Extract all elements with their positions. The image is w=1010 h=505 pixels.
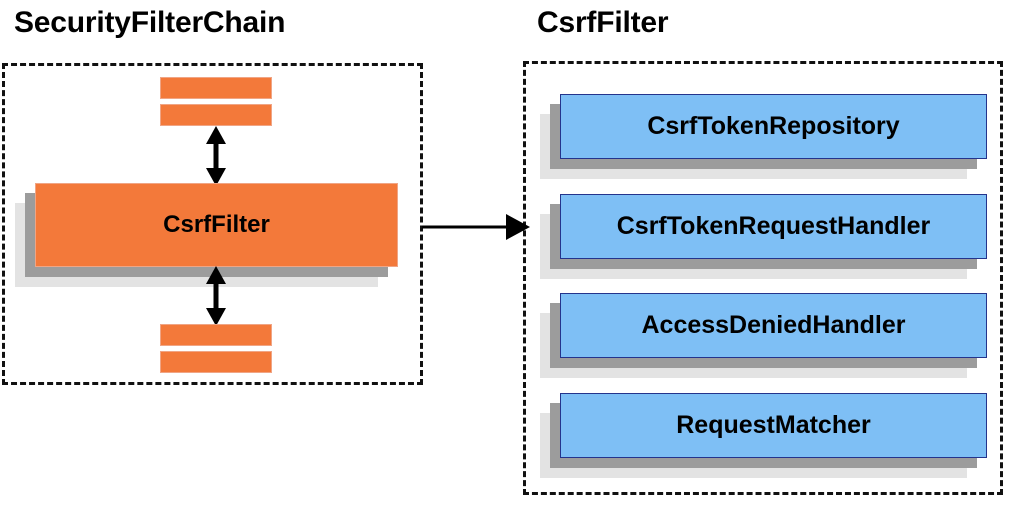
node-face: CsrfFilter (35, 183, 398, 267)
node-label: CsrfFilter (163, 211, 270, 238)
page-title-csrf-filter: CsrfFilter (537, 6, 669, 39)
single-headed-right-arrow (422, 214, 530, 240)
node-label: CsrfTokenRequestHandler (616, 212, 931, 240)
node-csrf-token-request-handler[interactable]: CsrfTokenRequestHandler (540, 194, 987, 279)
group-box-csrf-filter (523, 61, 1003, 495)
filter-slab-bottom-1 (160, 324, 272, 346)
node-request-matcher[interactable]: RequestMatcher (540, 393, 987, 478)
node-face: CsrfTokenRequestHandler (560, 194, 987, 259)
node-label: AccessDeniedHandler (641, 311, 906, 339)
filter-slab-top-2 (160, 104, 272, 126)
double-headed-vertical-arrow-top (206, 126, 226, 186)
filter-slab-bottom-2 (160, 351, 272, 373)
group-box-security-filter-chain (2, 63, 423, 385)
node-csrf-filter[interactable]: CsrfFilter (15, 183, 398, 287)
filter-slab-top-1 (160, 77, 272, 99)
page-title-security-filter-chain: SecurityFilterChain (14, 6, 286, 39)
node-csrf-token-repository[interactable]: CsrfTokenRepository (540, 94, 987, 179)
node-face: CsrfTokenRepository (560, 94, 987, 159)
node-label: RequestMatcher (676, 411, 871, 439)
node-label: CsrfTokenRepository (647, 112, 900, 140)
node-face: AccessDeniedHandler (560, 293, 987, 358)
double-headed-vertical-arrow-bottom (206, 266, 226, 326)
node-access-denied-handler[interactable]: AccessDeniedHandler (540, 293, 987, 378)
node-face: RequestMatcher (560, 393, 987, 458)
